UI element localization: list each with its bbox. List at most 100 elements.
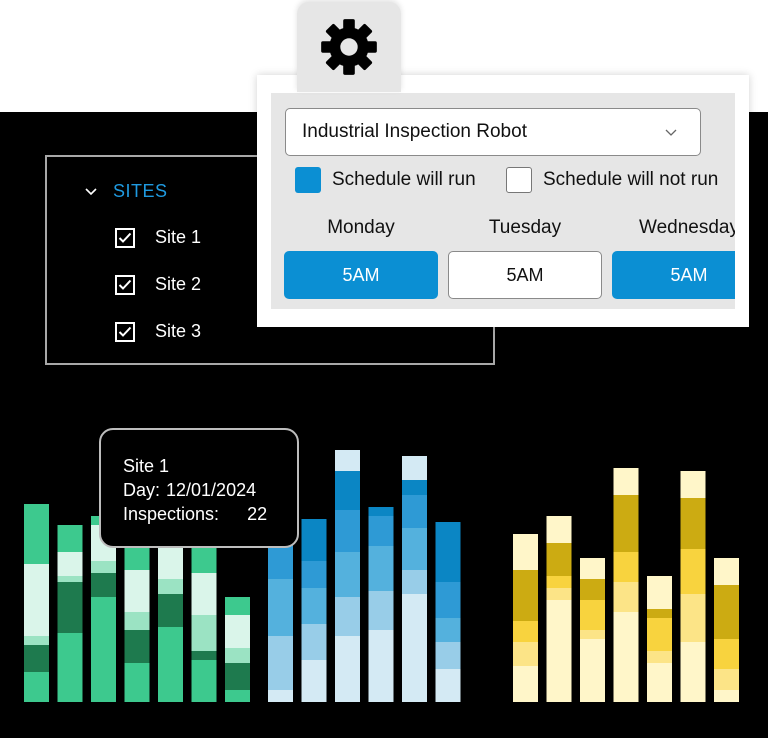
bar-segment-site-2-2-3[interactable] xyxy=(335,510,360,552)
bar-segment-site-1-2-0[interactable] xyxy=(91,597,116,702)
bar-segment-site-3-0-2[interactable] xyxy=(513,621,538,642)
bar-segment-site-2-1-0[interactable] xyxy=(301,660,327,702)
bar-segment-site-1-5-1[interactable] xyxy=(191,651,217,660)
bar-segment-site-2-5-4[interactable] xyxy=(435,522,461,582)
bar-segment-site-3-6-1[interactable] xyxy=(714,669,739,690)
bar-segment-site-2-3-3[interactable] xyxy=(368,516,394,546)
bar-segment-site-3-4-2[interactable] xyxy=(647,618,672,651)
bar-segment-site-2-2-5[interactable] xyxy=(335,450,360,471)
bar-segment-site-2-2-1[interactable] xyxy=(335,597,360,636)
bar-segment-site-1-4-0[interactable] xyxy=(158,627,183,702)
bar-segment-site-2-4-1[interactable] xyxy=(402,570,427,594)
bar-segment-site-1-5-3[interactable] xyxy=(191,573,217,615)
bar-segment-site-1-3-2[interactable] xyxy=(124,612,150,630)
bar-segment-site-3-3-2[interactable] xyxy=(613,552,639,582)
bar-segment-site-3-5-3[interactable] xyxy=(680,498,706,549)
bar-segment-site-3-4-1[interactable] xyxy=(647,651,672,663)
bar-segment-site-2-4-3[interactable] xyxy=(402,495,427,528)
bar-segment-site-2-2-2[interactable] xyxy=(335,552,360,597)
sites-tree-header[interactable]: SITES xyxy=(83,181,168,202)
bar-segment-site-3-4-4[interactable] xyxy=(647,576,672,609)
bar-segment-site-2-3-2[interactable] xyxy=(368,546,394,591)
site-2-checkbox[interactable] xyxy=(115,274,135,295)
bar-segment-site-1-3-3[interactable] xyxy=(124,570,150,612)
site-item-2[interactable]: Site 2 xyxy=(115,274,201,295)
bar-segment-site-1-2-2[interactable] xyxy=(91,561,116,573)
bar-segment-site-3-3-4[interactable] xyxy=(613,468,639,495)
bar-segment-site-1-3-0[interactable] xyxy=(124,663,150,702)
bar-segment-site-2-1-3[interactable] xyxy=(301,561,327,588)
bar-segment-site-1-2-1[interactable] xyxy=(91,573,116,597)
site-3-checkbox[interactable] xyxy=(115,321,135,342)
bar-segment-site-1-6-3[interactable] xyxy=(225,615,250,648)
bar-segment-site-2-2-0[interactable] xyxy=(335,636,360,702)
bar-segment-site-1-1-1[interactable] xyxy=(57,582,83,633)
bar-segment-site-3-3-3[interactable] xyxy=(613,495,639,552)
time-button-monday[interactable]: 5AM xyxy=(284,251,438,299)
bar-segment-site-3-0-4[interactable] xyxy=(513,534,538,570)
time-button-tuesday[interactable]: 5AM xyxy=(448,251,602,299)
bar-segment-site-3-2-1[interactable] xyxy=(580,630,605,639)
bar-segment-site-3-4-3[interactable] xyxy=(647,609,672,618)
bar-segment-site-1-5-0[interactable] xyxy=(191,660,217,702)
bar-segment-site-2-5-0[interactable] xyxy=(435,669,461,702)
bar-segment-site-3-3-1[interactable] xyxy=(613,582,639,612)
bar-segment-site-1-3-1[interactable] xyxy=(124,630,150,663)
bar-segment-site-3-2-4[interactable] xyxy=(580,558,605,579)
bar-segment-site-3-1-2[interactable] xyxy=(546,576,572,588)
bar-segment-site-3-2-0[interactable] xyxy=(580,639,605,702)
bar-segment-site-1-5-2[interactable] xyxy=(191,615,217,651)
bar-segment-site-3-2-3[interactable] xyxy=(580,579,605,600)
bar-segment-site-2-3-1[interactable] xyxy=(368,591,394,630)
bar-segment-site-3-6-4[interactable] xyxy=(714,558,739,585)
bar-segment-site-1-0-4[interactable] xyxy=(24,504,49,564)
settings-tab[interactable] xyxy=(297,2,401,92)
bar-segment-site-2-0-2[interactable] xyxy=(268,579,293,636)
bar-segment-site-1-0-2[interactable] xyxy=(24,636,49,645)
bar-segment-site-2-5-1[interactable] xyxy=(435,642,461,669)
bar-segment-site-3-2-2[interactable] xyxy=(580,600,605,630)
bar-segment-site-1-6-2[interactable] xyxy=(225,648,250,663)
bar-segment-site-3-6-2[interactable] xyxy=(714,639,739,669)
bar-segment-site-3-5-1[interactable] xyxy=(680,594,706,642)
bar-segment-site-2-5-3[interactable] xyxy=(435,582,461,618)
bar-segment-site-2-1-4[interactable] xyxy=(301,519,327,561)
bar-segment-site-2-4-4[interactable] xyxy=(402,480,427,495)
bar-segment-site-2-0-0[interactable] xyxy=(268,690,293,702)
bar-segment-site-3-0-1[interactable] xyxy=(513,642,538,666)
bar-segment-site-2-0-1[interactable] xyxy=(268,636,293,690)
bar-segment-site-2-4-0[interactable] xyxy=(402,594,427,702)
bar-segment-site-3-3-0[interactable] xyxy=(613,612,639,702)
robot-select[interactable]: Industrial Inspection Robot xyxy=(285,108,701,156)
bar-segment-site-1-0-1[interactable] xyxy=(24,645,49,672)
bar-segment-site-3-5-0[interactable] xyxy=(680,642,706,702)
bar-segment-site-1-1-0[interactable] xyxy=(57,633,83,702)
bar-segment-site-3-5-2[interactable] xyxy=(680,549,706,594)
bar-segment-site-1-6-1[interactable] xyxy=(225,663,250,690)
bar-segment-site-3-6-0[interactable] xyxy=(714,690,739,702)
bar-segment-site-1-4-3[interactable] xyxy=(158,546,183,579)
site-item-3[interactable]: Site 3 xyxy=(115,321,201,342)
bar-segment-site-2-1-1[interactable] xyxy=(301,624,327,660)
bar-segment-site-3-0-0[interactable] xyxy=(513,666,538,702)
bar-segment-site-3-0-3[interactable] xyxy=(513,570,538,621)
bar-segment-site-1-4-2[interactable] xyxy=(158,579,183,594)
bar-segment-site-3-4-0[interactable] xyxy=(647,663,672,702)
bar-segment-site-3-1-0[interactable] xyxy=(546,600,572,702)
bar-segment-site-2-1-2[interactable] xyxy=(301,588,327,624)
bar-segment-site-2-3-0[interactable] xyxy=(368,630,394,702)
bar-segment-site-1-6-0[interactable] xyxy=(225,690,250,702)
bar-segment-site-3-5-4[interactable] xyxy=(680,471,706,498)
bar-segment-site-2-3-4[interactable] xyxy=(368,507,394,516)
bar-segment-site-2-4-5[interactable] xyxy=(402,456,427,480)
bar-segment-site-2-4-2[interactable] xyxy=(402,528,427,570)
time-button-wednesday[interactable]: 5AM xyxy=(612,251,735,299)
site-1-checkbox[interactable] xyxy=(115,227,135,248)
bar-segment-site-1-1-2[interactable] xyxy=(57,576,83,582)
bar-segment-site-3-1-3[interactable] xyxy=(546,543,572,576)
bar-segment-site-3-1-1[interactable] xyxy=(546,588,572,600)
bar-segment-site-3-6-3[interactable] xyxy=(714,585,739,639)
bar-segment-site-1-4-1[interactable] xyxy=(158,594,183,627)
bar-segment-site-3-1-4[interactable] xyxy=(546,516,572,543)
bar-segment-site-1-1-4[interactable] xyxy=(57,525,83,552)
